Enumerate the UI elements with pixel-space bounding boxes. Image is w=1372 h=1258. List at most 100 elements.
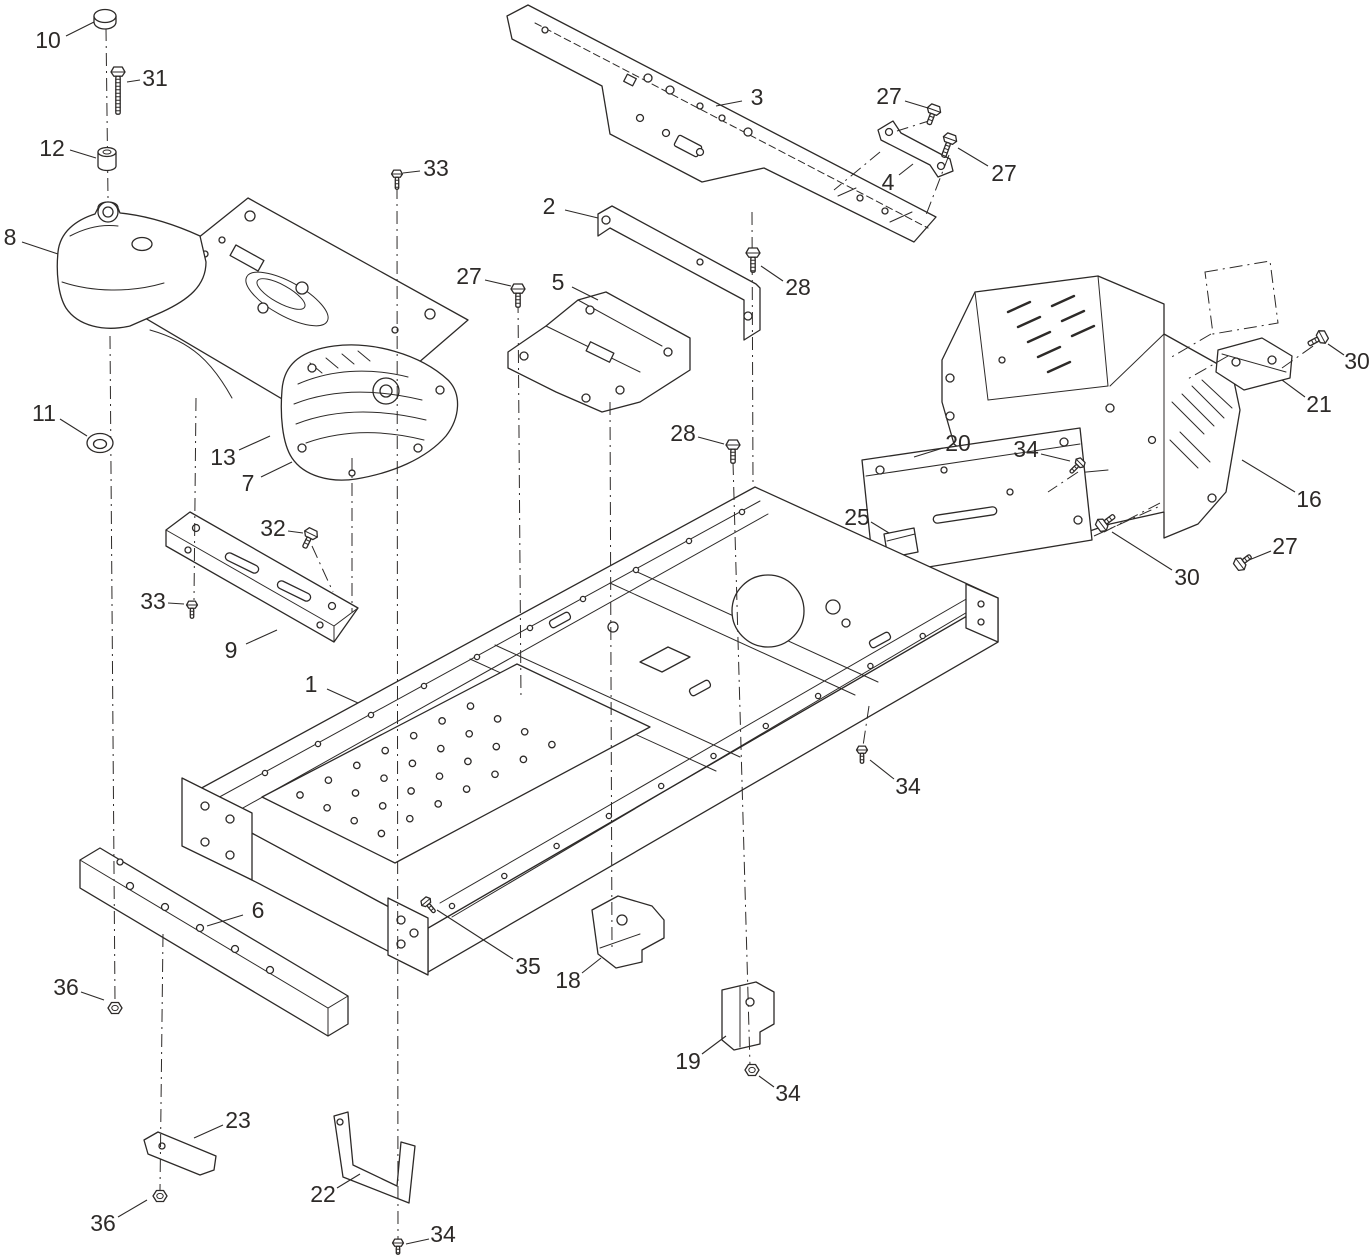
callout-5: 5	[552, 269, 565, 295]
callout-leader-11	[59, 418, 88, 437]
callout-25: 25	[844, 504, 870, 530]
alignment-line-13	[925, 154, 950, 216]
callout-16: 16	[1296, 486, 1322, 512]
parts-layer	[56, 4, 1293, 1204]
fastener-part-27-7	[510, 283, 526, 308]
callout-leader-6	[206, 914, 244, 927]
callout-leader-20	[913, 447, 944, 458]
callout-leader-27	[957, 147, 989, 167]
fastener-part-11-3	[86, 432, 114, 454]
callout-leader-13	[238, 435, 271, 451]
callout-leader-27	[1248, 550, 1272, 561]
callout-leader-23	[193, 1124, 224, 1139]
fastener-part-33-4	[390, 169, 404, 190]
fastener-part-31-1	[110, 66, 126, 115]
callout-leader-12	[69, 149, 97, 159]
callout-leader-27	[904, 100, 929, 109]
callout-leader-9	[245, 629, 278, 645]
fastener-part-28-9	[725, 439, 741, 464]
part-9-support-plate	[165, 511, 359, 643]
callout-leader-28	[697, 436, 725, 445]
callout-33: 33	[140, 588, 166, 614]
fastener-part-36-20	[107, 1001, 123, 1015]
alignment-line-15	[1281, 343, 1317, 369]
part-22-u-bracket	[333, 1111, 416, 1204]
alignment-line-1	[105, 27, 109, 199]
callout-leader-1	[326, 688, 359, 704]
alignment-line-11	[833, 151, 881, 191]
callout-4: 4	[882, 169, 895, 195]
alignment-line-5	[609, 401, 613, 949]
part-18-frame-bracket	[591, 895, 665, 969]
fastener-part-28-8	[745, 247, 761, 273]
fasteners-layer	[86, 8, 1330, 1255]
alignment-line-14	[311, 545, 334, 593]
fastener-part-12-2	[97, 146, 117, 172]
alignment-line-17	[1103, 501, 1163, 533]
part-3-upper-cross-brace	[506, 4, 937, 243]
callout-leader-25	[870, 521, 890, 534]
callout-7: 7	[242, 470, 255, 496]
callout-27: 27	[456, 263, 482, 289]
callout-2: 2	[543, 193, 556, 219]
callout-32: 32	[260, 515, 286, 541]
alignment-line-7	[732, 461, 751, 1067]
callout-18: 18	[555, 967, 581, 993]
alignment-line-3	[396, 185, 399, 1243]
alignment-line-8	[159, 933, 164, 1191]
callout-21: 21	[1306, 391, 1332, 417]
callout-27: 27	[1272, 533, 1298, 559]
part-21-corner-bracket	[1215, 337, 1293, 391]
callout-leader-33	[167, 602, 185, 605]
callout-leader-18	[581, 957, 602, 974]
fastener-part-27-6	[941, 132, 958, 159]
fastener-part-35-19	[420, 896, 436, 914]
callout-leader-36	[80, 991, 105, 1001]
callout-leader-4	[898, 163, 914, 176]
alignment-line-6	[751, 211, 754, 485]
callout-8: 8	[4, 224, 17, 250]
callout-leader-3	[715, 100, 743, 107]
callout-leader-27	[484, 279, 512, 287]
callout-27: 27	[991, 160, 1017, 186]
callout-leader-22	[336, 1173, 361, 1189]
callout-leader-5	[571, 286, 599, 301]
part-19-support-bracket-rear	[721, 981, 775, 1051]
callout-34: 34	[775, 1080, 801, 1106]
callout-30: 30	[1344, 348, 1370, 374]
callout-31: 31	[142, 65, 168, 91]
part-6-lower-cross-bar	[79, 847, 349, 1037]
callout-36: 36	[90, 1210, 116, 1236]
part-5-mount-plate	[507, 291, 691, 413]
callout-leader-16	[1241, 459, 1296, 493]
fastener-part-27-12	[1232, 554, 1252, 572]
callout-leader-34	[758, 1075, 775, 1088]
callout-leader-34	[405, 1238, 430, 1245]
fastener-part-34-15	[1069, 457, 1086, 474]
alignment-line-21	[1169, 333, 1212, 359]
fastener-part-32-13	[302, 527, 318, 549]
alignment-line-4	[517, 299, 522, 701]
callout-leader-30	[1111, 531, 1173, 571]
callout-9: 9	[225, 637, 238, 663]
part-1-main-frame	[181, 486, 999, 976]
alignment-line-16	[1185, 355, 1229, 381]
callout-leader-35	[436, 909, 514, 960]
callout-34: 34	[895, 773, 921, 799]
callout-10: 10	[35, 27, 61, 53]
callout-leader-34	[1040, 453, 1071, 462]
fastener-part-30-10	[1307, 330, 1330, 347]
callout-20: 20	[945, 430, 971, 456]
callout-3: 3	[751, 84, 764, 110]
callout-27: 27	[876, 83, 902, 109]
callout-23: 23	[225, 1107, 251, 1133]
callout-leader-34	[869, 759, 895, 780]
callout-leader-10	[65, 21, 95, 37]
callout-leader-36	[117, 1199, 148, 1218]
callout-11: 11	[32, 400, 56, 426]
callout-28: 28	[670, 420, 696, 446]
part-2-support-bracket	[597, 205, 761, 341]
